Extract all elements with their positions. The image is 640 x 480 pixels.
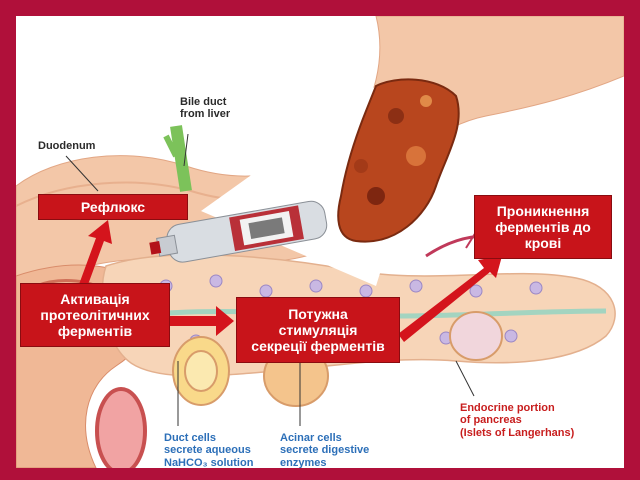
label-duct-cells-line2: secrete aqueous — [164, 444, 251, 457]
box-penetration-line3: крові — [524, 235, 562, 252]
label-acinar-line2: secrete digestive — [280, 444, 370, 457]
box-penetration-line2: ферментів до — [495, 218, 591, 235]
vessel-cross-section — [95, 387, 147, 468]
box-activation-line2: протеолітичних — [40, 306, 150, 323]
label-duct-cells-line1: Duct cells — [164, 432, 216, 444]
vodka-bottle-image — [149, 200, 328, 263]
label-duct-cells: Duct cells secrete aqueous NaHCO₃ soluti… — [164, 432, 253, 468]
box-penetration-line1: Проникнення — [496, 202, 590, 219]
label-acinar-cells: Acinar cells secrete digestive enzymes — [280, 432, 369, 468]
label-endocrine-line3: (Islets of Langerhans) — [460, 426, 575, 439]
label-endocrine-line1: Endocrine portion — [460, 402, 555, 414]
label-bile-duct-line2: from liver — [180, 108, 231, 121]
box-activation: Активація протеолітичних ферментів — [20, 283, 170, 347]
label-duodenum-text: Duodenum — [38, 140, 96, 152]
box-activation-line3: ферментів — [57, 323, 133, 340]
label-duodenum: Duodenum — [38, 140, 95, 152]
box-stimulation-line3: секреції ферментів — [251, 338, 385, 355]
box-activation-line1: Активація — [60, 290, 130, 307]
box-penetration: Проникнення ферментів до крові — [474, 195, 612, 259]
label-endocrine-portion: Endocrine portion of pancreas (Islets of… — [460, 402, 574, 439]
label-bile-duct: Bile duct from liver — [180, 96, 230, 121]
label-duct-cells-line3: NaHCO₃ solution — [164, 456, 254, 468]
arrow-to-reflux — [74, 220, 112, 301]
arrow-to-stimulation — [152, 306, 234, 336]
label-endocrine-line2: of pancreas — [460, 414, 522, 427]
box-stimulation-line2: стимуляція — [278, 321, 358, 338]
process-arrows — [74, 220, 502, 342]
label-acinar-line1: Acinar cells — [280, 432, 342, 444]
box-stimulation-line1: Потужна — [288, 305, 348, 322]
necrotic-tissue-image — [337, 78, 460, 243]
box-reflux-text: Рефлюкс — [80, 198, 146, 215]
bile-duct — [170, 125, 192, 192]
label-acinar-line3: enzymes — [280, 456, 327, 468]
label-bile-duct-line1: Bile duct — [180, 96, 227, 108]
box-reflux: Рефлюкс — [38, 194, 188, 220]
slide-panel: Duodenum Bile duct from liver Duct cells… — [16, 16, 624, 468]
arrow-to-penetration — [398, 256, 502, 342]
box-stimulation: Потужна стимуляція секреції ферментів — [236, 297, 400, 363]
